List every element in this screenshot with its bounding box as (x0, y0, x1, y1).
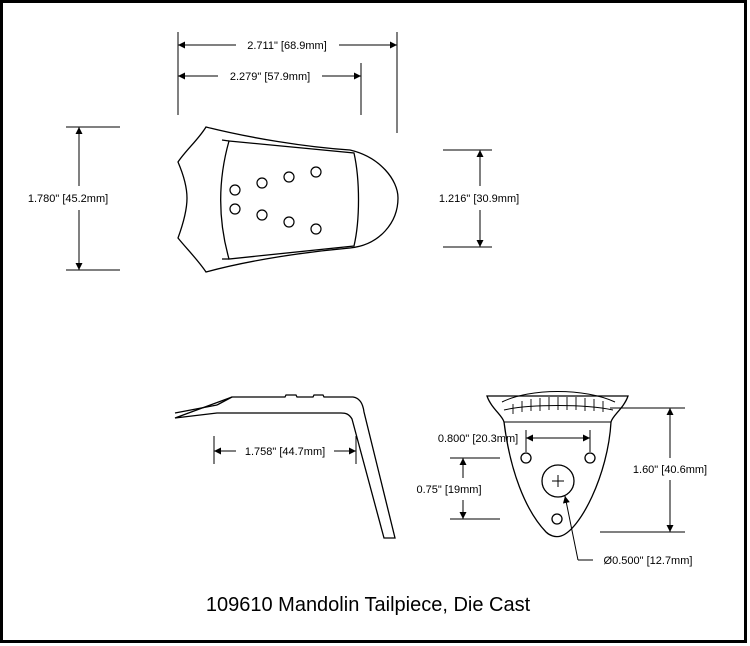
hole-spacing-label: 0.800" [20.3mm] (438, 433, 518, 445)
end-view (486, 391, 629, 538)
side-length-label: 1.758" [44.7mm] (245, 446, 325, 458)
overall-width-label: 1.780" [45.2mm] (28, 193, 108, 205)
mount-hole-bottom (551, 513, 563, 525)
end-view-ribs (512, 397, 604, 414)
hole-diameter-label: Ø0.500" [12.7mm] (604, 555, 693, 567)
end-height-label: 1.60" [40.6mm] (633, 464, 707, 476)
side-view-dimensions (213, 436, 357, 464)
end-profile-outline (486, 395, 629, 538)
center-bore (541, 464, 575, 498)
mount-hole-right (584, 452, 596, 464)
cover-length-label: 2.279" [57.9mm] (230, 71, 310, 83)
cover-plate-outline (220, 140, 360, 260)
end-view-dimensions (450, 407, 685, 561)
string-holes (229, 166, 322, 235)
mount-hole-left (520, 452, 532, 464)
top-view (177, 126, 399, 273)
overall-length-label: 2.711" [68.9mm] (247, 40, 327, 52)
side-profile-outline (174, 394, 396, 539)
end-width-label: 1.216" [30.9mm] (439, 193, 519, 205)
top-view-dimensions (66, 32, 492, 271)
hole-offset-label: 0.75" [19mm] (416, 484, 481, 496)
side-view (174, 394, 396, 539)
drawing-title: 109610 Mandolin Tailpiece, Die Cast (206, 594, 531, 616)
tailpiece-outline (177, 126, 399, 273)
